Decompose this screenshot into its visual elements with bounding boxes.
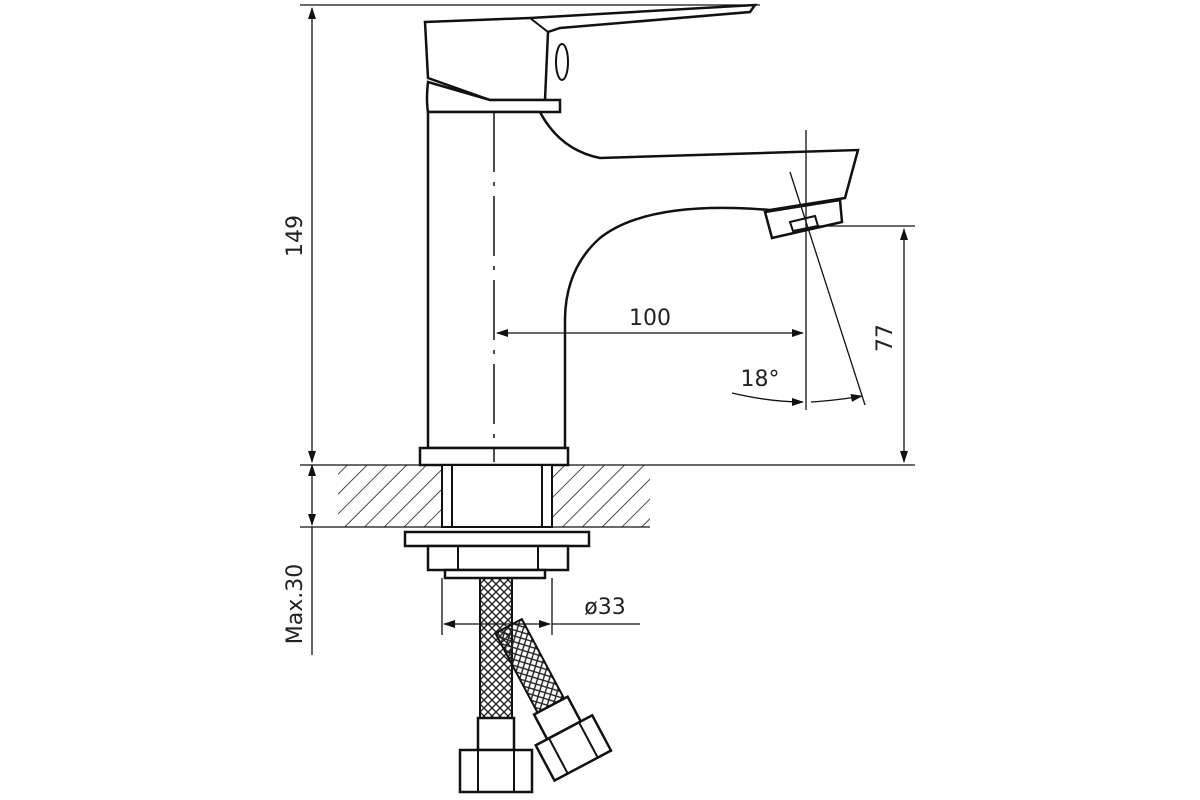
lever-handle bbox=[423, 3, 758, 102]
spout-height-label: 77 bbox=[873, 324, 898, 352]
faucet-body bbox=[418, 3, 860, 467]
dimension-spout-height: 77 bbox=[815, 225, 915, 463]
countertop-section bbox=[300, 464, 915, 528]
faucet-column bbox=[426, 110, 860, 450]
dimension-mount-thickness: Max.30 bbox=[283, 464, 316, 655]
dimension-hole-diameter: ø33 bbox=[441, 578, 640, 635]
dimension-spout-reach: 100 bbox=[496, 130, 807, 410]
mount-thickness-label: Max.30 bbox=[283, 564, 308, 644]
supply-hoses bbox=[458, 577, 613, 794]
dimension-total-height: 149 bbox=[283, 4, 760, 463]
total-height-label: 149 bbox=[283, 215, 308, 257]
mounting-shank bbox=[403, 464, 591, 580]
hole-diameter-label: ø33 bbox=[584, 595, 625, 620]
dimension-spout-angle: 18° bbox=[731, 171, 866, 406]
spout-reach-label: 100 bbox=[629, 306, 671, 331]
spout-angle-label: 18° bbox=[741, 367, 780, 392]
